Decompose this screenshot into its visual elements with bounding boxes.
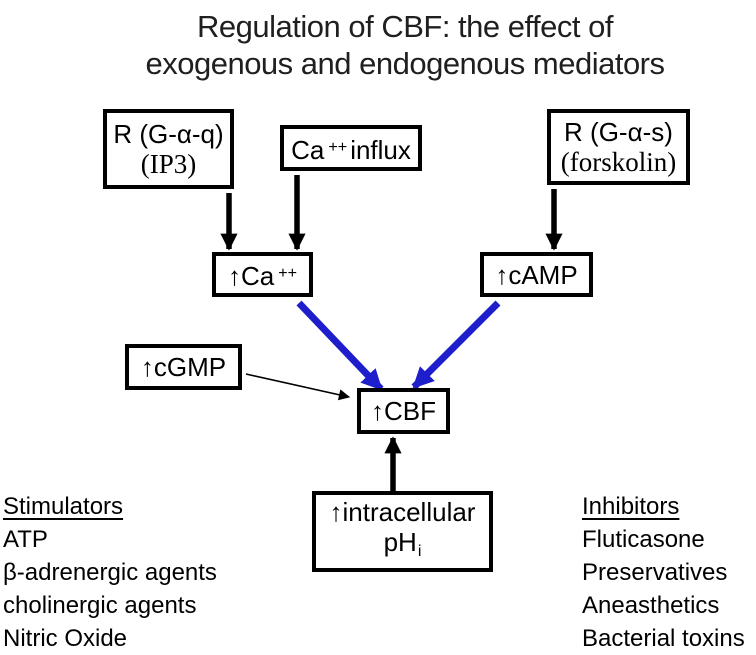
- inhibitors-list: Inhibitors Fluticasone Preservatives Ane…: [582, 490, 745, 655]
- receptor-gq-label: R (G-α-q): [113, 119, 224, 149]
- increased-camp-label: ↑cAMP: [495, 259, 578, 290]
- box-receptor-g-alpha-s: R (G-α-s) (forskolin): [547, 109, 690, 185]
- box-increased-ca: ↑Ca++: [212, 252, 313, 297]
- stimulator-item: ATP: [3, 526, 48, 553]
- box-ca-influx: Ca++influx: [280, 125, 422, 171]
- increased-cgmp-label: ↑cGMP: [140, 352, 227, 382]
- increased-ca-label: ↑Ca++: [228, 258, 297, 291]
- ph-subscript: i: [417, 542, 422, 560]
- arrow-cgmp-to-cbf: [245, 373, 351, 401]
- inhibitor-item: Preservatives: [582, 559, 728, 586]
- inhibitors-heading: Inhibitors: [582, 493, 680, 520]
- ca-influx-label: Ca++influx: [291, 132, 411, 165]
- ca-influx-base: Ca: [291, 134, 325, 165]
- ca-influx-rest: influx: [350, 134, 411, 165]
- intracellular-ph-line2: pHi: [384, 527, 422, 566]
- arrow-camp-to-cbf: [411, 300, 501, 390]
- receptor-gs-label: R (G-α-s): [564, 117, 673, 147]
- inhibitor-item: Aneasthetics: [582, 592, 720, 619]
- increased-ca-base: ↑Ca: [227, 261, 275, 291]
- arrow-ca-to-cbf: [296, 300, 384, 392]
- increased-cbf-label: ↑CBF: [371, 396, 436, 426]
- intracellular-ph-line1: ↑intracellular: [329, 497, 476, 527]
- increased-ca-superscript: ++: [278, 264, 298, 282]
- box-increased-camp: ↑cAMP: [480, 252, 593, 297]
- box-increased-cbf: ↑CBF: [357, 388, 450, 434]
- inhibitor-item: Bacterial toxins: [582, 625, 745, 652]
- diagram-title: Regulation of CBF: the effect of exogeno…: [54, 8, 756, 82]
- box-increased-cgmp: ↑cGMP: [125, 344, 242, 390]
- box-receptor-g-alpha-q: R (G-α-q) (IP3): [103, 109, 234, 189]
- stimulators-heading: Stimulators: [3, 493, 124, 520]
- stimulator-item: Nitric Oxide: [3, 625, 128, 652]
- title-line-1: Regulation of CBF: the effect of: [197, 9, 613, 44]
- box-intracellular-ph: ↑intracellular pHi: [312, 491, 493, 572]
- ca-influx-superscript: ++: [328, 137, 348, 156]
- inhibitor-item: Fluticasone: [582, 526, 705, 553]
- receptor-gs-mediator: (forskolin): [560, 147, 677, 177]
- ph-base: pH: [383, 527, 417, 557]
- title-line-2: exogenous and endogenous mediators: [145, 46, 665, 81]
- receptor-gq-mediator: (IP3): [140, 149, 197, 179]
- stimulators-list: Stimulators ATP β-adrenergic agents chol…: [3, 490, 217, 655]
- stimulator-item: β-adrenergic agents: [3, 559, 217, 586]
- stimulator-item: cholinergic agents: [3, 592, 197, 619]
